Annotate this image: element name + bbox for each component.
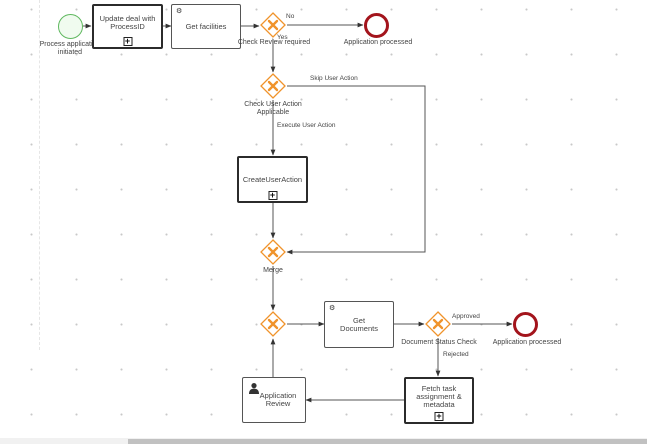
- get-facilities-label: Get facilities: [185, 21, 227, 31]
- check-user-action-gateway[interactable]: [260, 73, 286, 99]
- flow-label-approved: Approved: [452, 313, 480, 320]
- flow-label-execute-user-action: Execute User Action: [277, 122, 336, 129]
- check-review-gateway[interactable]: [260, 12, 286, 38]
- merge-gateway[interactable]: [260, 239, 286, 265]
- scrollbar-thumb[interactable]: [128, 439, 647, 444]
- end-event-bottom-label: Application processed: [492, 339, 562, 346]
- check-review-label: Check Review required: [237, 39, 311, 46]
- gear-icon: ⚙: [176, 8, 183, 15]
- get-documents-task[interactable]: ⚙ Get Documents: [324, 301, 394, 348]
- document-status-gateway[interactable]: [425, 311, 451, 337]
- end-event-top[interactable]: [364, 13, 389, 38]
- get-documents-label: Get Documents: [340, 315, 378, 333]
- get-facilities-task[interactable]: ⚙ Get facilities: [171, 4, 241, 49]
- horizontal-scrollbar[interactable]: [0, 438, 647, 444]
- update-deal-subprocess[interactable]: Update deal with ProcessID +: [92, 4, 163, 49]
- flow-label-rejected: Rejected: [443, 351, 469, 358]
- update-deal-label: Update deal with ProcessID: [99, 13, 156, 31]
- user-icon: [249, 383, 259, 394]
- join-gateway[interactable]: [260, 311, 286, 337]
- subprocess-plus-icon[interactable]: +: [434, 411, 444, 421]
- fetch-task-label: Fetch task assignment & metadata: [416, 383, 462, 409]
- lane-boundary: [39, 0, 40, 350]
- document-status-label: Document Status Check: [401, 339, 477, 346]
- end-event-bottom[interactable]: [513, 312, 538, 337]
- application-review-label: Application Review: [259, 391, 297, 408]
- start-event-label: Process application initiated: [39, 41, 101, 56]
- start-event[interactable]: [58, 14, 83, 39]
- create-user-action-subprocess[interactable]: CreateUserAction +: [237, 156, 308, 203]
- create-user-action-label: CreateUserAction: [242, 174, 303, 184]
- check-user-action-label: Check User Action Applicable: [244, 101, 302, 116]
- merge-label: Merge: [263, 267, 283, 274]
- gear-icon: ⚙: [329, 305, 336, 312]
- flow-label-no: No: [286, 13, 295, 20]
- end-event-top-label: Application processed: [343, 39, 413, 46]
- flow-label-skip-user-action: Skip User Action: [310, 75, 358, 82]
- flow-label-yes: Yes: [277, 34, 288, 41]
- subprocess-plus-icon[interactable]: +: [123, 36, 132, 46]
- subprocess-plus-icon[interactable]: +: [268, 190, 277, 200]
- flow-skip-user-action: [286, 85, 426, 255]
- fetch-task-subprocess[interactable]: Fetch task assignment & metadata +: [404, 377, 474, 424]
- application-review-task[interactable]: Application Review: [242, 377, 306, 423]
